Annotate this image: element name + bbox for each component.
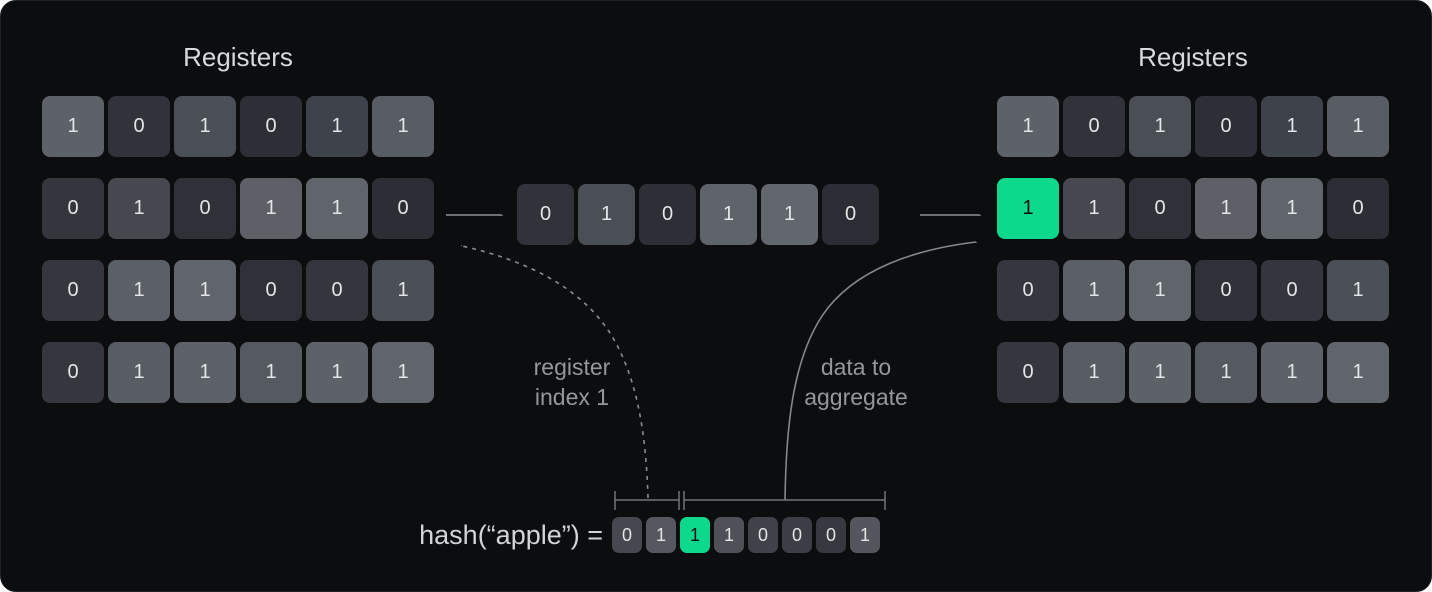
register-cell: 0 <box>816 517 846 553</box>
register-cell: 1 <box>1327 260 1389 321</box>
register-cell: 0 <box>240 260 302 321</box>
register-cell: 1 <box>174 342 236 403</box>
register-cell: 0 <box>1261 260 1323 321</box>
left-registers-title: Registers <box>183 42 293 72</box>
register-cell: 0 <box>1063 96 1125 157</box>
register-cell: 1 <box>174 96 236 157</box>
register-cell: 1 <box>761 184 818 245</box>
register-cell: 1 <box>997 96 1059 157</box>
register-cell: 1 <box>108 342 170 403</box>
register-cell: 0 <box>639 184 696 245</box>
register-cell: 1 <box>108 178 170 239</box>
register-cell: 0 <box>1129 178 1191 239</box>
register-cell: 1 <box>174 260 236 321</box>
register-cell: 1 <box>646 517 676 553</box>
register-cell: 0 <box>372 178 434 239</box>
register-cell: 0 <box>240 96 302 157</box>
register-cell: 0 <box>306 260 368 321</box>
data-aggregate-label: data to aggregate <box>756 352 956 412</box>
register-cell: 0 <box>782 517 812 553</box>
register-cell: 1 <box>997 178 1059 239</box>
register-cell: 1 <box>306 96 368 157</box>
register-cell: 1 <box>1129 96 1191 157</box>
register-cell: 0 <box>42 342 104 403</box>
register-index-label-line2: index 1 <box>534 384 610 410</box>
register-cell: 1 <box>700 184 757 245</box>
register-cell: 1 <box>306 178 368 239</box>
register-cell: 0 <box>822 184 879 245</box>
register-cell: 1 <box>680 517 710 553</box>
register-cell: 1 <box>1195 178 1257 239</box>
register-cell: 1 <box>1195 342 1257 403</box>
register-cell: 0 <box>517 184 574 245</box>
right-registers-title: Registers <box>1138 42 1248 72</box>
register-cell: 0 <box>1195 96 1257 157</box>
register-cell: 1 <box>1261 178 1323 239</box>
register-cell: 1 <box>1129 342 1191 403</box>
register-cell: 0 <box>108 96 170 157</box>
register-cell: 0 <box>1327 178 1389 239</box>
register-cell: 0 <box>42 178 104 239</box>
register-cell: 0 <box>748 517 778 553</box>
register-cell: 0 <box>42 260 104 321</box>
register-cell: 0 <box>612 517 642 553</box>
register-cell: 1 <box>578 184 635 245</box>
register-cell: 1 <box>1129 260 1191 321</box>
register-index-label-line1: register <box>533 354 611 380</box>
register-cell: 1 <box>1261 96 1323 157</box>
register-cell: 0 <box>997 260 1059 321</box>
register-cell: 1 <box>108 260 170 321</box>
register-cell: 1 <box>372 260 434 321</box>
register-cell: 1 <box>306 342 368 403</box>
register-cell: 0 <box>997 342 1059 403</box>
register-cell: 1 <box>1327 96 1389 157</box>
register-cell: 1 <box>850 517 880 553</box>
register-cell: 1 <box>1261 342 1323 403</box>
register-cell: 1 <box>714 517 744 553</box>
register-cell: 1 <box>1327 342 1389 403</box>
register-cell: 1 <box>1063 178 1125 239</box>
register-cell: 1 <box>1063 342 1125 403</box>
data-aggregate-label-line1: data to <box>820 354 892 380</box>
register-cell: 0 <box>1195 260 1257 321</box>
data-aggregate-label-line2: aggregate <box>804 384 908 410</box>
register-cell: 1 <box>1063 260 1125 321</box>
register-cell: 0 <box>174 178 236 239</box>
register-cell: 1 <box>42 96 104 157</box>
register-cell: 1 <box>240 178 302 239</box>
register-index-label: register index 1 <box>472 352 672 412</box>
register-cell: 1 <box>372 96 434 157</box>
register-cell: 1 <box>240 342 302 403</box>
hash-expression-label: hash(“apple”) = <box>419 520 603 550</box>
register-cell: 1 <box>372 342 434 403</box>
